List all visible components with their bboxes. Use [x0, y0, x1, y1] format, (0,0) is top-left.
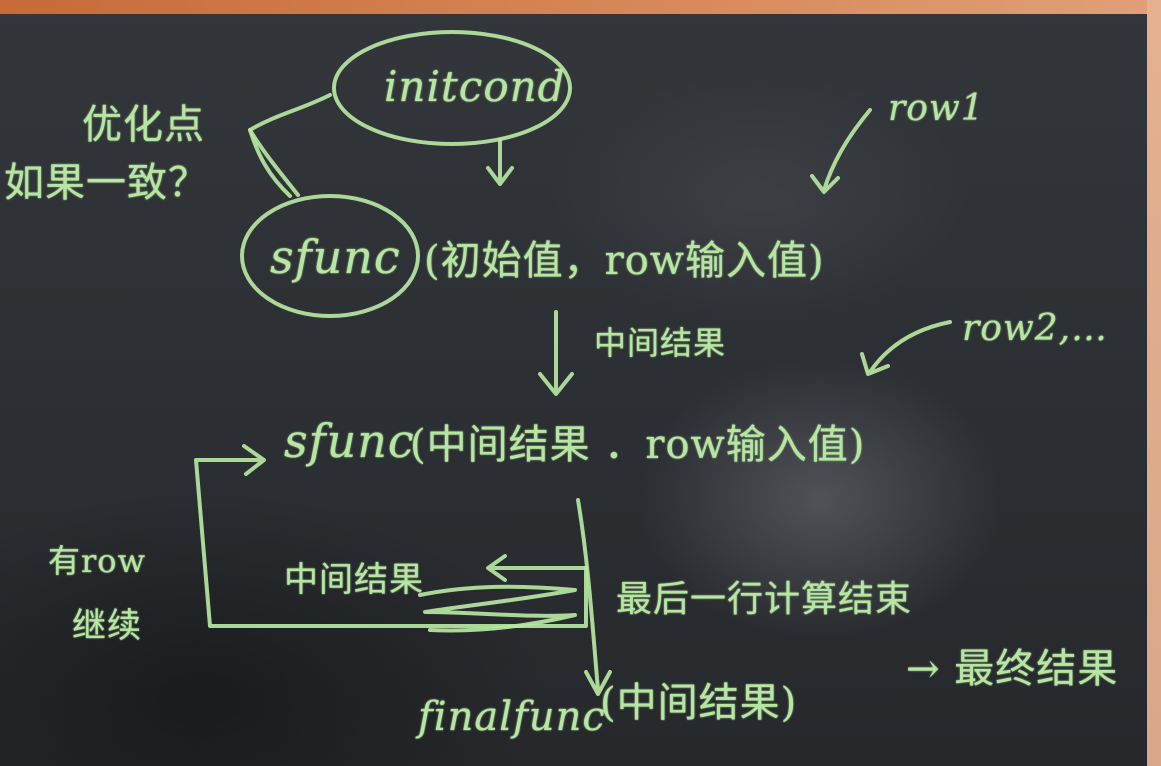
- note-optimization-point: 优化点: [82, 102, 205, 148]
- row1-arrow: [810, 108, 872, 194]
- first-sfunc-args: (初始值，row输入值): [424, 238, 825, 284]
- loop-note-has-row: 有row: [48, 542, 146, 580]
- loop-intermediate-label: 中间结果: [284, 560, 424, 600]
- finalfunc-args: (中间结果): [600, 680, 798, 726]
- scribble: [418, 584, 577, 633]
- loop-left-arrow: [486, 554, 588, 582]
- note-if-consistent: 如果一致？: [4, 160, 209, 206]
- board-frame-right: [1147, 0, 1161, 766]
- last-row-note: 最后一行计算结束: [616, 579, 913, 620]
- note-pointer-stroke: [248, 93, 332, 197]
- first-sfunc-name: sfunc: [270, 230, 401, 284]
- row2-arrow: [860, 320, 952, 376]
- second-sfunc-args: (中间结果 ．row输入值): [410, 422, 866, 468]
- sfunc-circle: [240, 194, 420, 318]
- board-frame-top: [0, 0, 1161, 14]
- initcond-down-arrow: [486, 138, 514, 186]
- initcond-circle: [332, 30, 572, 146]
- loop-path: [194, 444, 588, 628]
- initcond-text: initcond: [384, 62, 566, 111]
- intermediate-arrow-label: 中间结果: [594, 324, 727, 362]
- note-pointer-stroke-2: [248, 128, 292, 198]
- second-sfunc-name: sfunc: [284, 414, 415, 468]
- loop-note-continue: 继续: [72, 606, 142, 646]
- row2-text: row2,…: [962, 308, 1109, 349]
- finalfunc-name: finalfunc: [418, 694, 606, 740]
- middle-down-arrow: [538, 310, 574, 396]
- final-down-arrow: [576, 498, 612, 696]
- row1-text: row1: [888, 88, 985, 129]
- final-result: → 最终结果: [906, 646, 1119, 692]
